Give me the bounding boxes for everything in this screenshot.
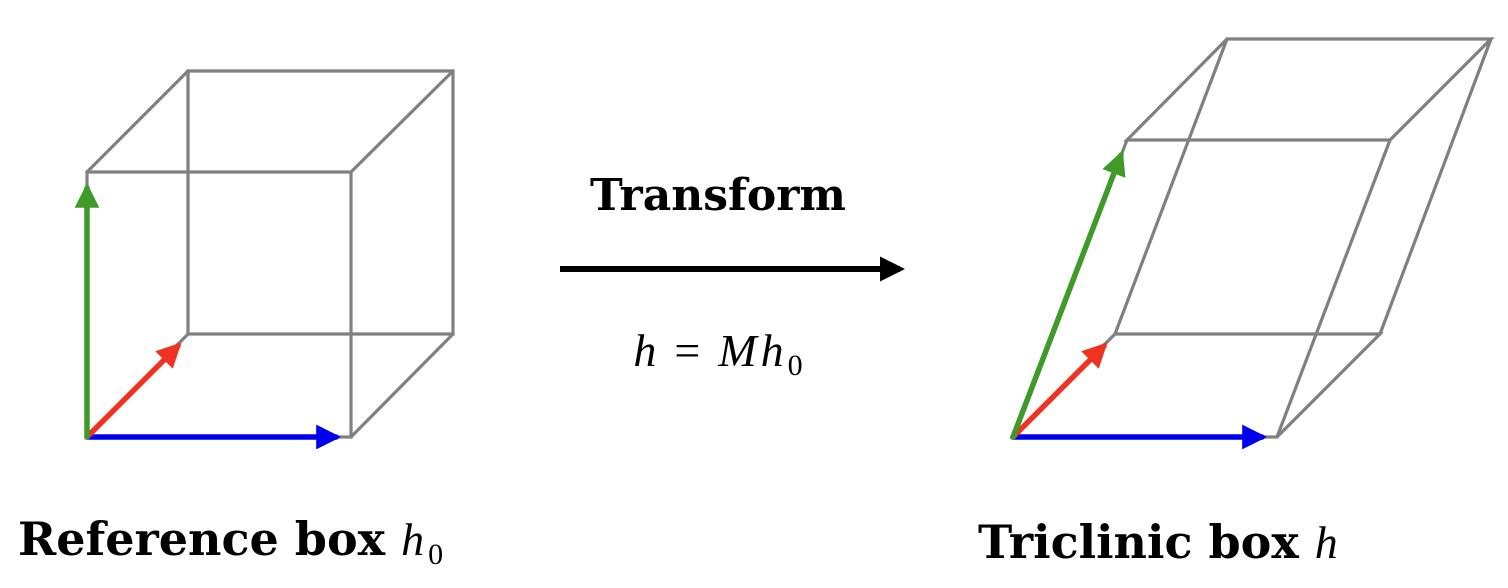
reference-box-edge <box>349 69 455 174</box>
reference-caption: Reference box h 0 <box>18 512 443 571</box>
transform-label: Transform <box>590 170 846 221</box>
reference-box-edge <box>349 332 455 439</box>
equation-rhs-subscript: 0 <box>788 349 803 382</box>
triclinic-box <box>1009 37 1495 450</box>
triclinic-box-back-face <box>1123 37 1495 142</box>
equation-lhs: h <box>633 325 656 376</box>
reference-caption-symbol: h <box>401 514 424 565</box>
transform-arrow-group: Transform h = M h 0 <box>560 170 906 382</box>
transform-equation: h = M h 0 <box>633 325 802 382</box>
reference-vector-y <box>84 342 182 440</box>
triclinic-caption: Triclinic box h <box>978 515 1338 569</box>
triclinic-box-edge <box>1378 37 1493 336</box>
triclinic-caption-label: Triclinic box <box>978 515 1299 569</box>
reference-box <box>74 69 455 450</box>
equation-matrix: M <box>717 325 759 376</box>
triclinic-vector-y <box>1010 342 1108 440</box>
triclinic-box-edge <box>1113 37 1229 336</box>
equation-rhs-h: h <box>761 325 784 376</box>
triclinic-box-edge <box>1275 138 1392 439</box>
triclinic-vector-z <box>1010 150 1126 440</box>
triclinic-caption-symbol: h <box>1315 517 1338 568</box>
reference-caption-label: Reference box <box>18 512 386 566</box>
reference-caption-subscript: 0 <box>428 538 443 571</box>
equation-equals: = <box>674 325 700 376</box>
reference-box-edge <box>85 69 190 174</box>
